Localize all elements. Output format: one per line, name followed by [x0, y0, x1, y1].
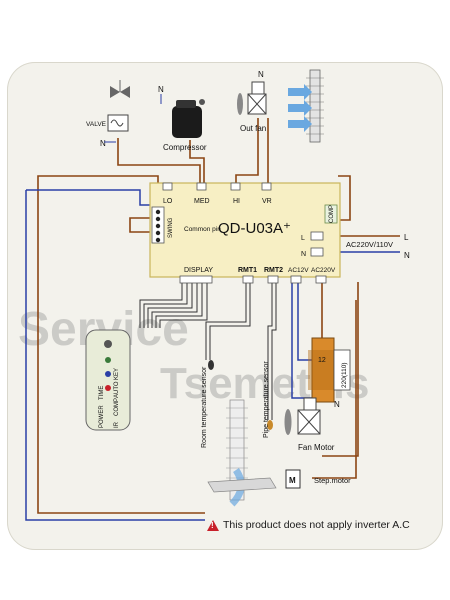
room-sensor-label: Room temperature sensor	[201, 366, 208, 448]
pipe-sensor-label: Pipe temperature sensor	[263, 361, 270, 438]
lo-label: LO	[163, 198, 173, 205]
display-panel	[85, 329, 131, 431]
swing-label: SWING	[168, 217, 174, 238]
comp-label: COMP	[329, 205, 335, 223]
out-fan-icon	[237, 81, 267, 115]
fan-motor-icon	[284, 397, 321, 435]
common-pin-label: Common pin	[184, 226, 221, 233]
room-sensor-probe	[208, 360, 214, 370]
transformer-icon	[308, 337, 351, 403]
valve-icon	[107, 80, 130, 132]
fan-motor-label: Fan Motor	[298, 443, 335, 452]
disp-ir-label: IR	[114, 421, 120, 428]
diagram-card	[7, 62, 443, 550]
transformer-12-label: 12	[318, 357, 326, 364]
pipe-sensor-probe	[267, 420, 273, 430]
valve-label: VALVE	[86, 121, 107, 128]
step-motor-icon	[207, 469, 301, 493]
control-board	[149, 182, 341, 278]
rmt2-label: RMT2	[264, 267, 283, 274]
valve-n-label: N	[100, 139, 106, 148]
top-connectors	[162, 182, 272, 191]
rmt2-connector	[267, 275, 279, 284]
l-terminal	[310, 231, 324, 241]
rmt1-connector	[242, 275, 254, 284]
swing-pins	[155, 209, 161, 243]
disp-power-label: POWER	[99, 405, 105, 428]
supply-n-label: N	[404, 251, 410, 260]
step-motor-label: Step.motor	[314, 476, 351, 485]
ac220v-connector	[315, 275, 327, 284]
warning-icon	[207, 519, 219, 531]
board-l-label: L	[301, 235, 305, 242]
board-n-label: N	[301, 251, 306, 258]
disp-time-label: TIME	[99, 386, 105, 400]
n-terminal	[310, 247, 324, 257]
out-fan-n-label: N	[258, 70, 264, 79]
ac220v-label: AC220V	[311, 267, 336, 274]
disp-key-label: KEY	[114, 368, 120, 380]
display-label: DISPLAY	[184, 267, 213, 274]
warning-text: This product does not apply inverter A.C	[223, 519, 410, 531]
ac12v-connector	[290, 275, 302, 284]
display-connector	[179, 275, 213, 284]
transformer-220-label: 220(110)	[341, 362, 348, 388]
comp-connector	[324, 204, 338, 224]
med-label: MED	[194, 198, 210, 205]
compressor-label: Compressor	[163, 143, 207, 152]
ac-input-label: AC220V/110V	[346, 240, 393, 249]
step-motor-m: M	[289, 476, 296, 485]
vr-label: VR	[262, 198, 272, 205]
model-label: QD-U03A⁺	[218, 220, 291, 237]
disp-comp-label: COMP	[114, 398, 120, 416]
rmt1-label: RMT1	[238, 267, 257, 274]
disp-auto-label: AUTO	[114, 381, 120, 398]
airflow-arrows	[288, 84, 312, 132]
ac12v-label: AC12V	[288, 267, 309, 274]
sensor-wires	[139, 282, 277, 420]
compressor-icon	[172, 99, 205, 138]
warning-note: This product does not apply inverter A.C	[207, 517, 410, 533]
fan-motor-n-label: N	[334, 400, 340, 409]
hi-label: HI	[233, 198, 240, 205]
compressor-n-label: N	[158, 85, 164, 94]
supply-l-label: L	[404, 233, 409, 242]
out-fan-label: Out fan	[240, 124, 266, 133]
